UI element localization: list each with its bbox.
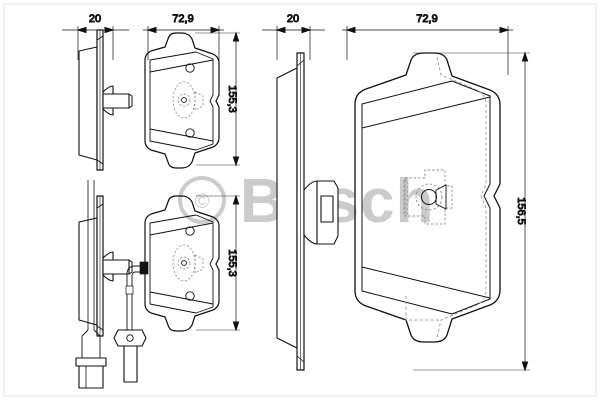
left-upper-side-view [78,29,133,171]
dim-right-height: 156,5 [413,51,530,372]
right-pad-backing-plate-outline [436,56,487,339]
dim-label-right-width: 72,9 [416,13,437,25]
wear-sensor-cable-right [125,261,149,330]
dim-right-thickness: 20 [262,13,325,60]
left-upper-mounting-detail [172,81,204,119]
right-pad-center-hole [421,184,447,210]
left-upper-pad-face [144,32,220,169]
right-pad-face [354,52,501,343]
drawing-border [3,3,597,397]
copyright-circle-icon [178,176,226,224]
watermark-copyright: © [195,191,210,213]
wear-sensor-cable-left [81,180,101,360]
wear-sensor-connector-left [75,357,107,389]
dim-label-left-width: 72,9 [172,13,193,25]
dim-label-left-height-upper: 155,3 [226,85,238,113]
right-side-view [276,52,339,371]
dim-left-width: 72,9 [143,13,224,75]
dim-left-height-upper: 155,3 [195,31,240,167]
right-pad-mounting-detail [403,169,453,225]
left-lower-pad-face [144,195,220,332]
dim-label-left-height-lower: 155,3 [226,249,238,277]
dim-label-left-thickness: 20 [89,13,101,25]
wear-sensor-connector-right [113,329,147,383]
dim-left-thickness: 20 [62,13,129,60]
dim-left-height-lower: 155,3 [196,194,240,332]
left-lower-mounting-detail [172,244,204,282]
dim-label-right-height: 156,5 [515,197,527,225]
dim-right-width: 72,9 [342,13,513,75]
right-pad-lower-tab-detail [405,296,441,321]
dim-label-right-thickness: 20 [287,13,299,25]
